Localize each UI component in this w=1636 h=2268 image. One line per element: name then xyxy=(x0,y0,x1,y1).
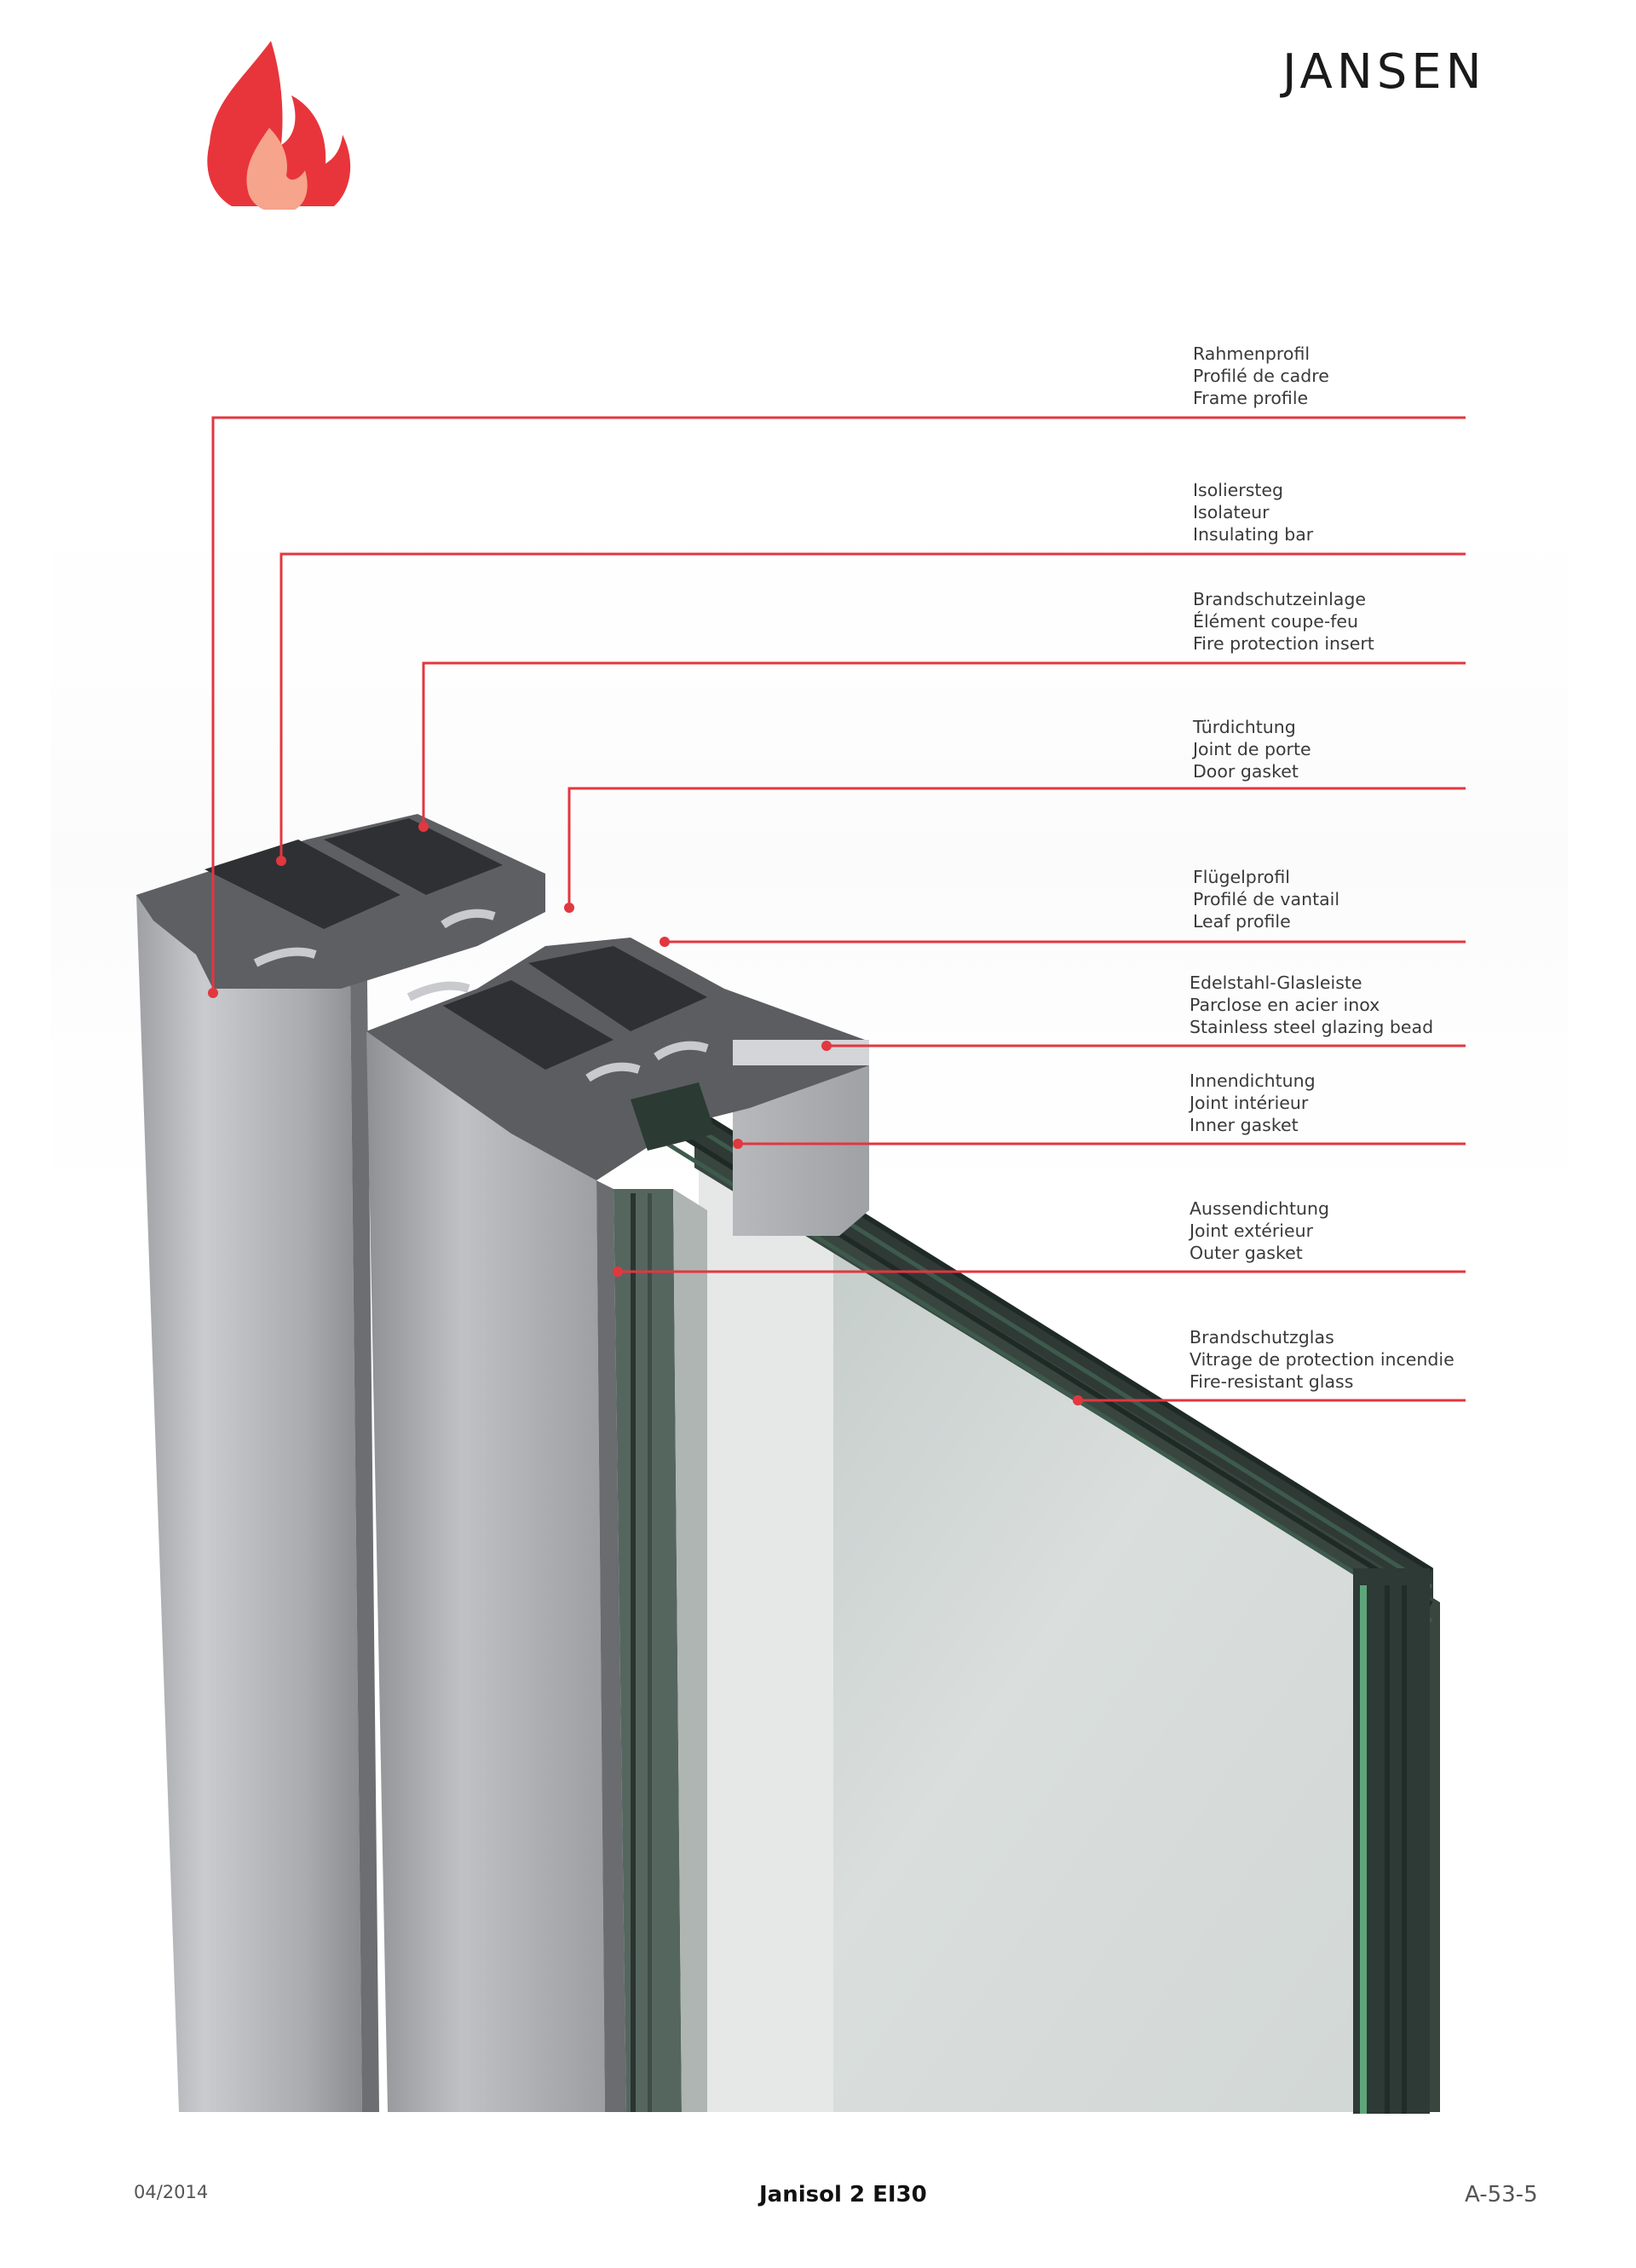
leaf-chamber-2 xyxy=(528,946,707,1031)
callout-text-de: Rahmenprofil xyxy=(1193,343,1311,364)
callout-leaf-profile: Flügelprofil Profilé de vantail Leaf pro… xyxy=(1193,866,1339,932)
callout-text-de: Türdichtung xyxy=(1193,717,1296,737)
dot-glazing-bead xyxy=(821,1041,832,1051)
callout-text-en: Insulating bar xyxy=(1193,524,1314,545)
jansen-logo: JANSEN xyxy=(1282,44,1486,100)
glass-right-edge-dark xyxy=(1385,1585,1390,2114)
frame-insulating-bars xyxy=(253,909,496,967)
callout-text-fr: Joint intérieur xyxy=(1190,1093,1309,1113)
callout-text-de: Brandschutzeinlage xyxy=(1193,589,1366,609)
callout-dots xyxy=(208,822,1083,1405)
leaf-insulating-bars xyxy=(406,981,709,1082)
callout-text-en: Frame profile xyxy=(1193,388,1309,408)
callout-text-en: Fire-resistant glass xyxy=(1190,1371,1354,1392)
callout-text-de: Flügelprofil xyxy=(1193,867,1290,887)
frame-profile xyxy=(136,895,379,2112)
dot-fire-resistant-glass xyxy=(1073,1395,1083,1405)
leaf-profile-side xyxy=(596,1180,626,2112)
leader-frame-profile xyxy=(211,416,1466,993)
glass-right-edge-dark-2 xyxy=(1402,1585,1407,2114)
leader-fire-protection-insert xyxy=(422,661,1466,827)
dot-fire-protection-insert xyxy=(418,822,429,832)
callout-text-en: Outer gasket xyxy=(1190,1243,1303,1263)
glass-right-edge-green xyxy=(1360,1585,1367,2114)
dot-inner-gasket xyxy=(733,1139,743,1149)
callout-insulating-bar: Isoliersteg Isolateur Insulating bar xyxy=(1193,479,1313,545)
glazing-bead-top xyxy=(733,1040,869,1065)
dot-outer-gasket xyxy=(613,1267,623,1277)
callout-inner-gasket: Innendichtung Joint intérieur Inner gask… xyxy=(1190,1070,1316,1136)
leaf-chamber-1 xyxy=(443,980,614,1070)
footer-page-code: A-53-5 xyxy=(1465,2182,1538,2207)
footer-date: 04/2014 xyxy=(134,2182,209,2202)
flame-inner xyxy=(246,128,308,210)
callout-fire-resistant-glass: Brandschutzglas Vitrage de protection in… xyxy=(1190,1326,1455,1393)
dot-frame-profile xyxy=(208,988,218,998)
callout-text-fr: Profilé de cadre xyxy=(1193,366,1329,386)
callout-glazing-bead: Edelstahl-Glasleiste Parclose en acier i… xyxy=(1190,972,1433,1038)
callout-text-fr: Joint de porte xyxy=(1193,739,1311,759)
callout-fire-protection-insert: Brandschutzeinlage Élément coupe-feu Fir… xyxy=(1193,588,1374,655)
callout-text-en: Stainless steel glazing bead xyxy=(1190,1017,1434,1037)
leader-door-gasket xyxy=(567,787,1466,908)
callout-text-en: Door gasket xyxy=(1193,761,1299,782)
callout-text-en: Fire protection insert xyxy=(1193,633,1374,654)
frame-top-section xyxy=(136,814,545,989)
callout-text-en: Leaf profile xyxy=(1193,911,1291,932)
callout-text-fr: Isolateur xyxy=(1193,502,1270,522)
gasket-line-1 xyxy=(631,1193,636,2112)
frame-chamber-1 xyxy=(204,840,400,929)
leaf-profile xyxy=(366,1031,626,2112)
glass-gasket-top xyxy=(631,1082,716,1151)
callout-text-de: Brandschutzglas xyxy=(1190,1327,1334,1348)
glazing-bead-side xyxy=(673,1189,707,2112)
callout-text-fr: Profilé de vantail xyxy=(1193,889,1340,909)
leaf-top-section xyxy=(366,938,869,1180)
gasket-line-2 xyxy=(648,1193,652,2112)
footer-product-title: Janisol 2 EI30 xyxy=(759,2182,927,2207)
callout-text-fr: Élément coupe-feu xyxy=(1193,611,1359,632)
frame-profile-face xyxy=(136,895,362,2112)
leaf-profile-face xyxy=(366,1031,605,2112)
frame-chamber-2 xyxy=(324,818,503,895)
flame-outer xyxy=(207,41,351,206)
callout-text-en: Inner gasket xyxy=(1190,1115,1299,1135)
frame-profile-side xyxy=(349,895,379,2112)
callout-text-fr: Joint extérieur xyxy=(1190,1221,1314,1241)
callout-outer-gasket: Aussendichtung Joint extérieur Outer gas… xyxy=(1190,1197,1329,1264)
callout-door-gasket: Türdichtung Joint de porte Door gasket xyxy=(1193,716,1311,782)
callout-text-de: Edelstahl-Glasleiste xyxy=(1190,972,1362,993)
callout-text-fr: Parclose en acier inox xyxy=(1190,995,1380,1015)
callout-text-de: Isoliersteg xyxy=(1193,480,1284,500)
callout-frame-profile: Rahmenprofil Profilé de cadre Frame prof… xyxy=(1193,343,1329,409)
leader-insulating-bar xyxy=(279,552,1466,861)
callout-text-de: Innendichtung xyxy=(1190,1071,1316,1091)
callout-text-de: Aussendichtung xyxy=(1190,1198,1329,1219)
dot-leaf-profile xyxy=(660,937,670,947)
glass-edge-tint xyxy=(699,1134,1432,2112)
glazing-bead-column xyxy=(614,1189,707,2112)
fire-icon xyxy=(207,41,351,210)
callout-leader-lines xyxy=(211,416,1466,1402)
dot-door-gasket xyxy=(564,903,574,913)
dot-insulating-bar xyxy=(276,856,286,866)
callout-text-fr: Vitrage de protection incendie xyxy=(1190,1349,1455,1370)
